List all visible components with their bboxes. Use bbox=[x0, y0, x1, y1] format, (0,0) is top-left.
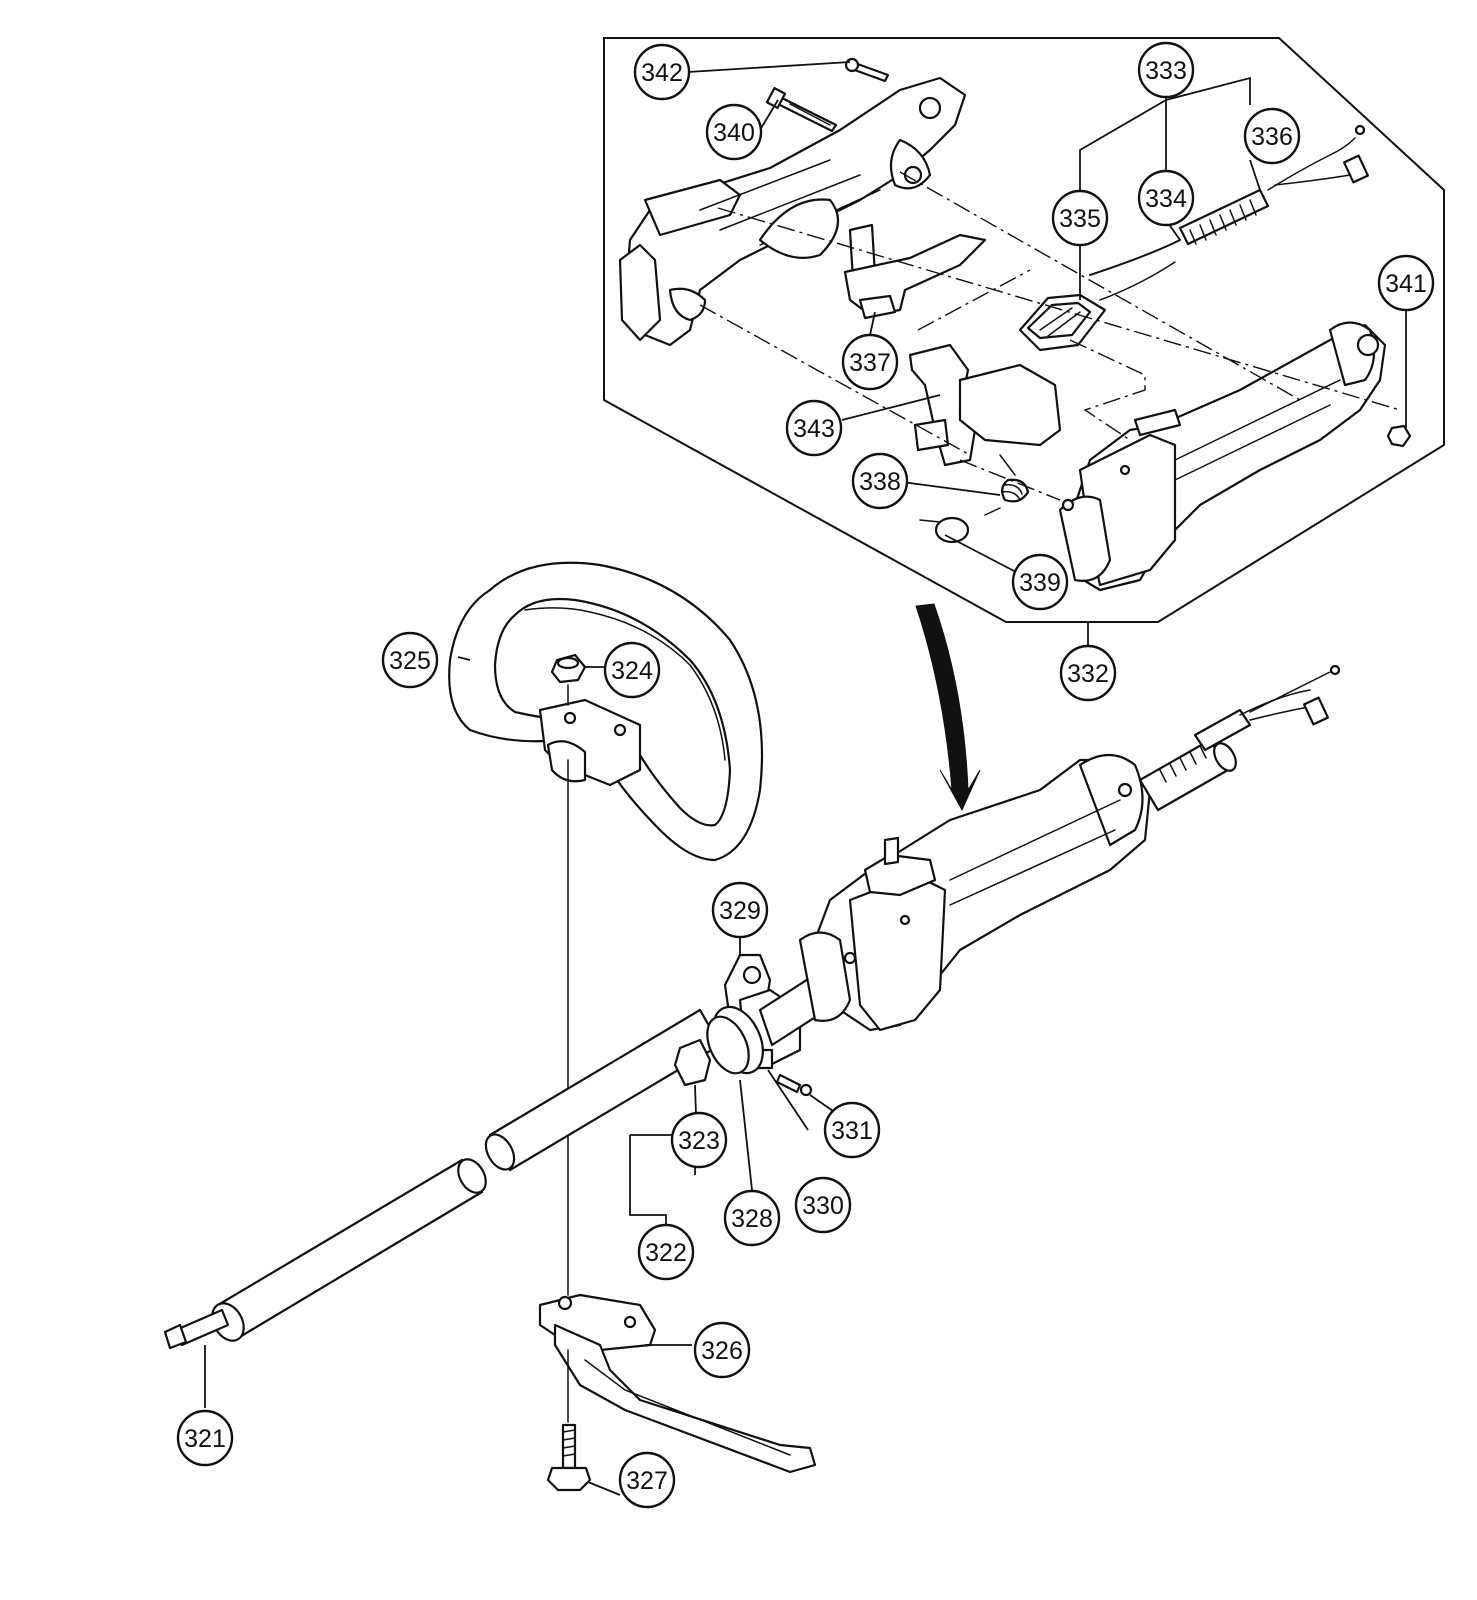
handle-half-left bbox=[618, 76, 967, 347]
svg-text:332: 332 bbox=[1067, 660, 1109, 688]
handle-half-right bbox=[1058, 321, 1387, 592]
svg-text:327: 327 bbox=[626, 1467, 668, 1495]
svg-text:322: 322 bbox=[645, 1239, 687, 1267]
throttle-cable-334 bbox=[1089, 124, 1369, 301]
callout-322: 322 bbox=[637, 1223, 695, 1281]
drive-shaft-tube-322 bbox=[211, 1008, 722, 1342]
svg-text:333: 333 bbox=[1145, 57, 1187, 85]
inset-border bbox=[603, 37, 1445, 623]
drive-shaft-321 bbox=[163, 1308, 230, 1350]
callout-342: 342 bbox=[633, 43, 691, 101]
svg-text:341: 341 bbox=[1385, 270, 1427, 298]
svg-text:336: 336 bbox=[1251, 123, 1293, 151]
button-339 bbox=[919, 516, 970, 544]
callout-338: 338 bbox=[851, 452, 909, 510]
assembly-arrow bbox=[915, 603, 981, 812]
callout-321: 321 bbox=[176, 1409, 234, 1467]
callout-332: 332 bbox=[1059, 644, 1117, 702]
svg-text:323: 323 bbox=[678, 1127, 720, 1155]
svg-text:338: 338 bbox=[859, 468, 901, 496]
svg-text:342: 342 bbox=[641, 59, 683, 87]
throttle-lock-lever-337 bbox=[843, 223, 987, 320]
svg-text:343: 343 bbox=[793, 415, 835, 443]
svg-text:335: 335 bbox=[1059, 205, 1101, 233]
nut-324 bbox=[550, 653, 587, 684]
bolt-327 bbox=[546, 1423, 592, 1492]
callout-334: 334 bbox=[1137, 169, 1195, 227]
handle-bracket bbox=[538, 698, 642, 787]
callout-331: 331 bbox=[823, 1101, 881, 1159]
callout-324: 324 bbox=[603, 641, 661, 699]
callout-325: 325 bbox=[381, 631, 439, 689]
svg-text:325: 325 bbox=[389, 647, 431, 675]
svg-text:339: 339 bbox=[1019, 569, 1061, 597]
detail-inset-throttle-handle bbox=[603, 37, 1445, 623]
bolt-331 bbox=[775, 1073, 813, 1097]
leader-lines bbox=[204, 61, 1407, 1496]
callout-343: 343 bbox=[785, 399, 843, 457]
callout-330: 330 bbox=[794, 1176, 852, 1234]
callout-326: 326 bbox=[693, 1321, 751, 1379]
nut-323 bbox=[673, 1038, 712, 1087]
throttle-trigger-343 bbox=[908, 343, 1062, 467]
main-shaft-housing bbox=[758, 664, 1341, 1047]
svg-text:331: 331 bbox=[831, 1117, 873, 1145]
svg-text:340: 340 bbox=[713, 119, 755, 147]
callout-335: 335 bbox=[1051, 189, 1109, 247]
callout-329: 329 bbox=[711, 881, 769, 939]
callout-333: 333 bbox=[1137, 41, 1195, 99]
svg-text:326: 326 bbox=[701, 1337, 743, 1365]
collar-328 bbox=[706, 1005, 764, 1075]
callout-327: 327 bbox=[618, 1451, 676, 1509]
stop-switch-335 bbox=[1018, 293, 1107, 352]
svg-text:321: 321 bbox=[184, 1425, 226, 1453]
svg-text:324: 324 bbox=[611, 657, 653, 685]
svg-text:328: 328 bbox=[731, 1205, 773, 1233]
callout-337: 337 bbox=[841, 333, 899, 391]
callout-323: 323 bbox=[670, 1111, 728, 1169]
screw-342 bbox=[844, 57, 890, 83]
svg-text:337: 337 bbox=[849, 349, 891, 377]
svg-text:334: 334 bbox=[1145, 185, 1187, 213]
callout-328: 328 bbox=[723, 1189, 781, 1247]
svg-text:330: 330 bbox=[802, 1192, 844, 1220]
svg-text:329: 329 bbox=[719, 897, 761, 925]
callout-336: 336 bbox=[1243, 107, 1301, 165]
callout-340: 340 bbox=[705, 103, 763, 161]
nut-341 bbox=[1386, 424, 1412, 448]
screw-340 bbox=[765, 87, 838, 133]
handle-bracket-326 bbox=[538, 1293, 817, 1474]
callout-341: 341 bbox=[1377, 254, 1435, 312]
callout-339: 339 bbox=[1011, 553, 1069, 611]
